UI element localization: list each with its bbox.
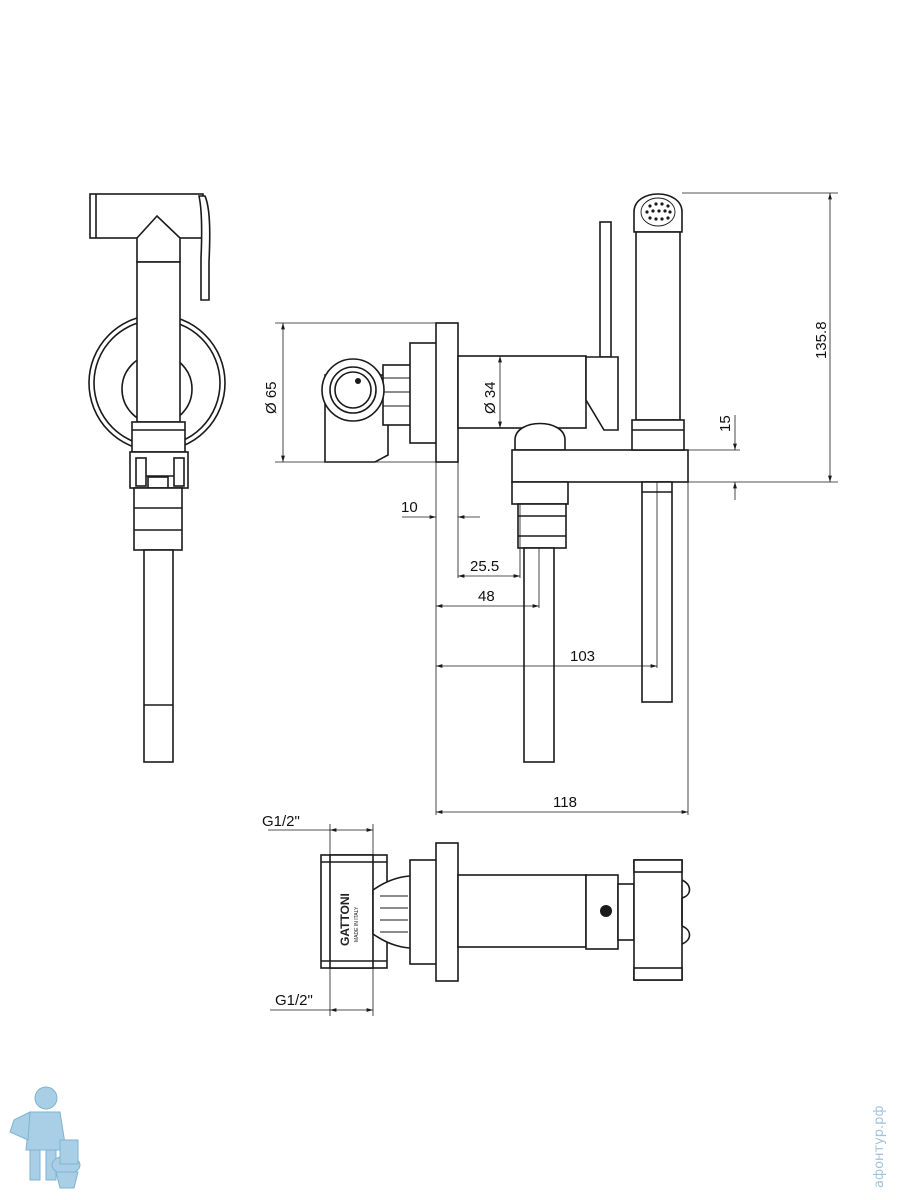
dim-103: 103 [570,648,595,665]
front-hose-connector [133,487,183,551]
side-lever-hub [585,356,619,431]
side-inner-flange [409,342,439,444]
front-handle-body [136,261,181,423]
side-body-cylinder [457,355,587,429]
brand-name: GATTONI [338,893,352,946]
front-holder [131,421,186,453]
side-sprayer-head [633,193,683,233]
dim-15: 15 [717,415,734,432]
dim-135-8: 135.8 [813,321,830,359]
side-sprayer-nozzle-holes [645,202,672,221]
dim-d65: Ø 65 [263,381,280,414]
bottom-view: G1/2" G1/2" GATTONI MADE IN ITALY [262,813,691,1016]
dimension-labels: Ø 65 Ø 34 135.8 15 10 25.5 48 103 118 [263,321,830,811]
dim-10: 10 [401,499,418,516]
side-view [321,193,689,763]
bottom-wall-plate [435,842,459,982]
brand-made-in: MADE IN ITALY [354,906,360,942]
bottom-sprayer [633,859,683,981]
side-lever-stem [599,221,612,358]
side-sprayer-handle [635,231,681,421]
side-wall-plate [435,322,459,463]
side-sprayer-collar [631,419,685,451]
plumber-logo-icon [9,1086,81,1189]
watermark-text: афонтур.рф [872,1105,887,1188]
dim-25-5: 25.5 [470,558,499,575]
side-outlet-elbow [514,422,566,451]
dim-g-bottom: G1/2" [275,992,313,1009]
side-bracket [511,449,689,483]
dim-118: 118 [553,794,577,811]
front-view [88,193,226,763]
dim-d34: Ø 34 [482,381,499,414]
bottom-lever-hub [585,874,619,950]
side-hose-nut [517,503,567,549]
bottom-connector [372,875,413,949]
bottom-inner-flange [409,859,439,965]
front-sprayer-trigger [198,195,211,301]
dim-48: 48 [478,588,495,605]
dim-g-top: G1/2" [262,813,300,830]
dimension-lines [275,192,838,815]
front-sprayer-cone [136,214,181,263]
bottom-body-cylinder [457,874,587,948]
side-valve-circle-outer [321,358,385,422]
front-hose [143,549,174,763]
